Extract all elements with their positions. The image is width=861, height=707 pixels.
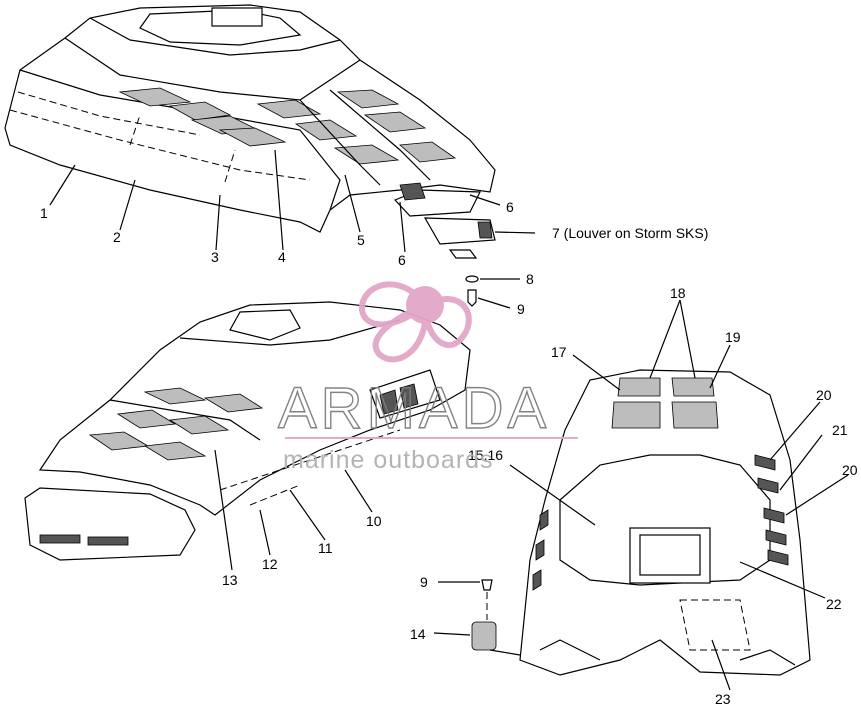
callout-labels: 1 2 3 4 5 6 6 7 (Louver on Storm SKS) 8 … <box>40 199 858 707</box>
callout-11: 11 <box>318 540 333 556</box>
watermark: ARMADA marine outboards <box>277 281 578 474</box>
propeller-logo <box>359 281 472 363</box>
watermark-brand: ARMADA <box>278 376 550 441</box>
callout-1: 1 <box>40 205 48 221</box>
callout-7: 7 (Louver on Storm SKS) <box>552 225 708 241</box>
callout-23: 23 <box>715 691 731 707</box>
callout-14: 14 <box>410 626 426 642</box>
callout-21: 21 <box>832 422 848 438</box>
callout-6a: 6 <box>506 199 514 215</box>
callout-6b: 6 <box>398 252 406 268</box>
callout-8: 8 <box>526 271 534 287</box>
watermark-tagline: marine outboards <box>283 446 494 474</box>
callout-15-16: 15,16 <box>468 447 503 463</box>
callout-20a: 20 <box>816 387 832 403</box>
top-hood-assembly <box>4 4 496 307</box>
callout-18: 18 <box>670 285 686 301</box>
callout-17: 17 <box>551 344 567 360</box>
callout-12: 12 <box>262 556 278 572</box>
callout-4: 4 <box>278 249 286 265</box>
rear-hood-assembly <box>471 369 811 676</box>
leader-lines <box>49 149 849 691</box>
callout-2: 2 <box>113 229 121 245</box>
callout-9b: 9 <box>420 574 428 590</box>
callout-13: 13 <box>222 572 238 588</box>
callout-22: 22 <box>826 596 842 612</box>
callout-5: 5 <box>357 232 365 248</box>
callout-20b: 20 <box>842 462 858 478</box>
middle-hood-assembly <box>24 301 471 561</box>
callout-3: 3 <box>211 249 219 265</box>
callout-19: 19 <box>725 329 741 345</box>
callout-10: 10 <box>366 513 382 529</box>
callout-9a: 9 <box>517 301 525 317</box>
